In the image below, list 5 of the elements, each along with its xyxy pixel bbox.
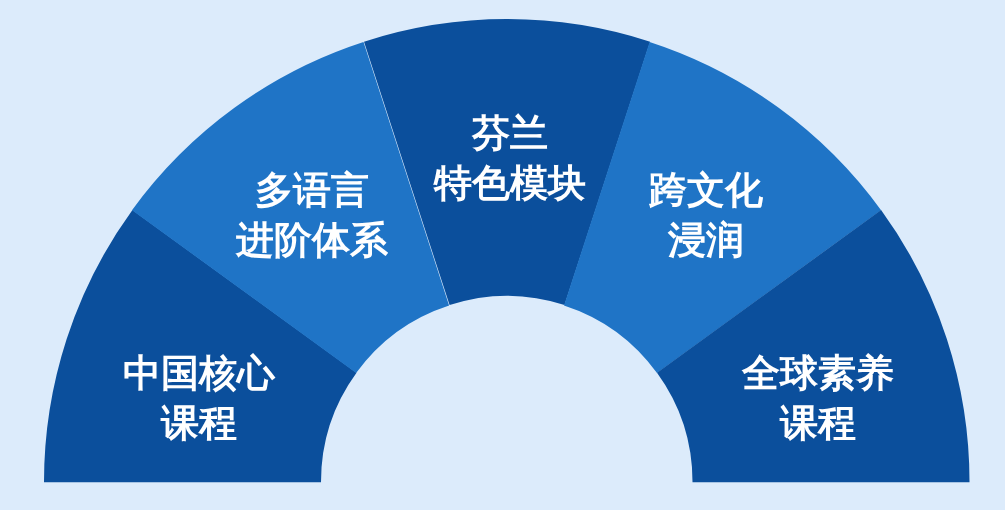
segment-label: 多语言进阶体系	[236, 167, 388, 264]
segment-label: 全球素养课程	[742, 350, 894, 447]
segment-label: 跨文化浸润	[649, 167, 763, 264]
segment-label: 中国核心课程	[123, 350, 275, 447]
segment-label: 芬兰特色模块	[434, 110, 586, 207]
